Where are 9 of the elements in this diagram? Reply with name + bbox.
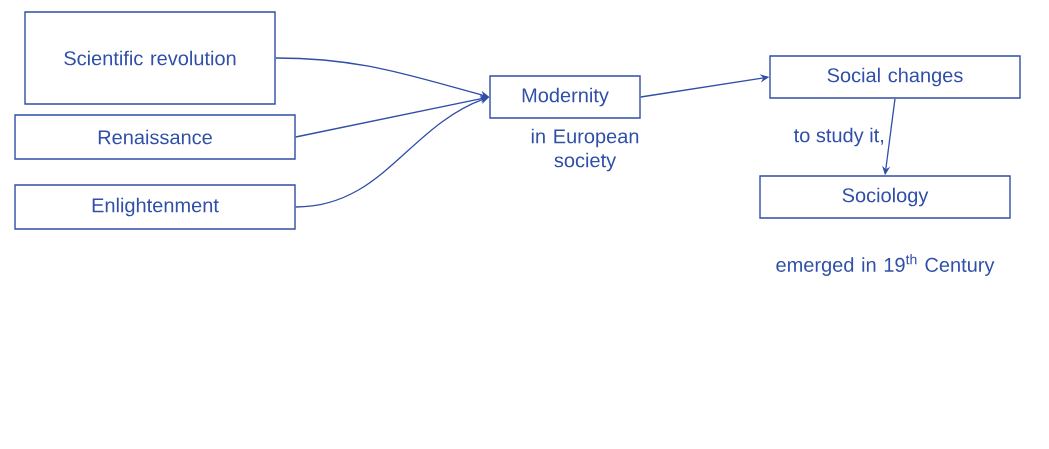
edge-label: to study it, <box>792 126 886 148</box>
process-box: Scientific revolution <box>24 11 276 105</box>
process-box: Renaissance <box>14 114 296 160</box>
process-box: Social changes <box>769 55 1021 99</box>
caption-text: in European society <box>531 128 639 172</box>
process-box: Enlightenment <box>14 184 296 230</box>
caption-text: emerged in 19$^{th}$ Century <box>776 254 995 276</box>
process-box: Sociology <box>759 175 1011 219</box>
process-box: Modernity <box>489 75 641 119</box>
